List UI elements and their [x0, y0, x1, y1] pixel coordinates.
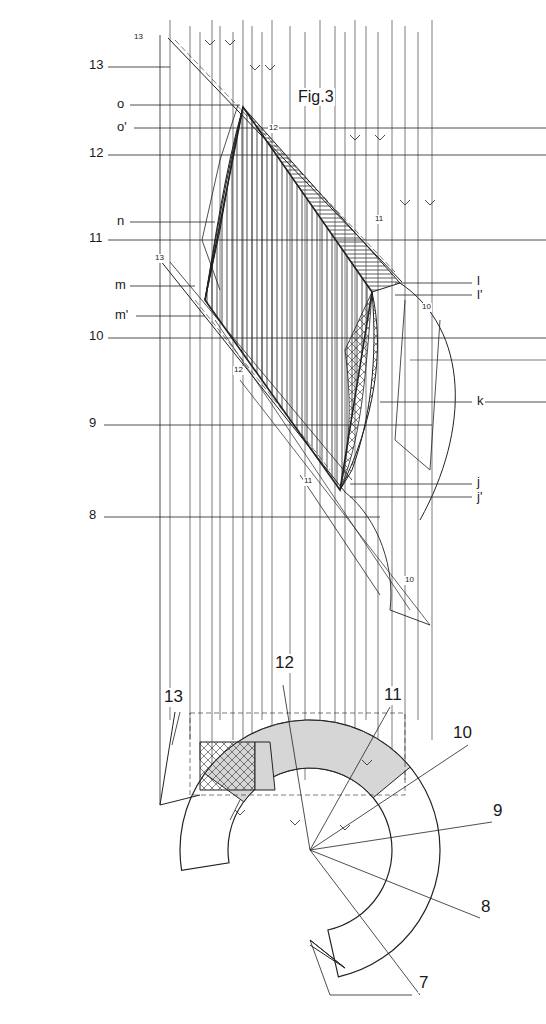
- division-ray: [283, 685, 310, 850]
- top-surface: [243, 107, 400, 292]
- projector: [220, 26, 221, 720]
- tick: [362, 760, 372, 765]
- callout-number: n: [116, 214, 125, 228]
- callout-number: l: [476, 274, 481, 288]
- level-line: [130, 286, 195, 287]
- callout-number: 11: [303, 477, 313, 486]
- projector: [160, 35, 161, 805]
- tick: [205, 40, 215, 45]
- figure-title: Fig.3: [297, 88, 335, 106]
- callout-number: 7: [418, 974, 429, 993]
- callout-number: k: [476, 394, 485, 408]
- projector: [190, 26, 191, 740]
- division-ray: [330, 995, 412, 996]
- tick: [250, 65, 260, 70]
- level-line: [350, 484, 472, 485]
- level-line: [395, 295, 472, 296]
- level-line: [104, 517, 380, 518]
- joint-section: [340, 292, 377, 490]
- tick: [290, 820, 300, 825]
- plan-joint: [255, 742, 275, 790]
- callout-number: o: [116, 97, 125, 111]
- callout-number: j': [476, 490, 483, 504]
- callout-number: 11: [383, 686, 403, 705]
- joint-section: [340, 292, 372, 490]
- callout-number: 10: [404, 576, 415, 585]
- callout-number: 12: [274, 654, 295, 673]
- callout-number: 8: [480, 898, 491, 917]
- callout-number: 11: [374, 215, 384, 224]
- level-line: [380, 402, 472, 403]
- curve: [400, 283, 455, 520]
- tick: [235, 810, 245, 815]
- projector: [405, 26, 406, 780]
- plan-joint: [200, 742, 255, 790]
- projector: [366, 26, 367, 720]
- joint-section: [205, 107, 243, 300]
- callout-number: 11: [88, 231, 104, 245]
- callout-number: 8: [88, 508, 97, 522]
- outline: [160, 712, 200, 805]
- callout-number: l': [476, 288, 483, 302]
- callout-number: 10: [88, 329, 104, 343]
- projector: [418, 32, 419, 720]
- level-line: [136, 316, 205, 317]
- projector: [233, 32, 234, 740]
- curve: [300, 475, 380, 595]
- tick: [225, 40, 235, 45]
- division-ray: [310, 745, 468, 850]
- callout-number: m: [114, 278, 127, 292]
- tick: [340, 825, 350, 830]
- level-line: [350, 497, 472, 498]
- callout-number: 9: [88, 416, 97, 430]
- level-line: [130, 222, 215, 223]
- callout-number: 12: [88, 146, 104, 160]
- division-ray: [310, 940, 330, 995]
- callout-number: j: [476, 475, 481, 489]
- division-ray: [310, 850, 420, 995]
- level-line: [108, 155, 546, 156]
- outline: [395, 300, 440, 470]
- tick: [425, 200, 435, 205]
- projector: [170, 20, 171, 720]
- division-ray: [310, 707, 390, 850]
- callout-number: 10: [452, 724, 473, 743]
- curve: [345, 492, 430, 625]
- callout-number: 13: [88, 58, 104, 72]
- level-line: [410, 360, 546, 361]
- level-line: [108, 67, 170, 68]
- division-ray: [172, 712, 180, 745]
- projector: [200, 32, 201, 760]
- projector: [212, 20, 213, 780]
- callout-number: 9: [492, 802, 503, 821]
- callout-number: 13: [163, 688, 184, 707]
- callout-number: o': [116, 120, 128, 134]
- level-line: [134, 128, 546, 129]
- level-line: [484, 402, 546, 403]
- level-line: [104, 425, 432, 426]
- level-line: [130, 105, 240, 106]
- callout-number: 12: [268, 124, 279, 133]
- tick: [265, 65, 275, 70]
- tick: [400, 200, 410, 205]
- callout-number: m': [114, 308, 129, 322]
- callout-number: 13: [154, 254, 165, 263]
- tick: [375, 135, 385, 140]
- callout-number: 10: [421, 303, 432, 312]
- projector: [432, 20, 433, 740]
- callout-number: 12: [233, 366, 244, 375]
- outline: [202, 105, 238, 290]
- plan-frame: [190, 713, 405, 795]
- projector: [392, 20, 393, 760]
- division-ray: [310, 822, 492, 850]
- level-line: [395, 283, 472, 284]
- callout-number: 13: [133, 33, 144, 42]
- tick: [350, 135, 360, 140]
